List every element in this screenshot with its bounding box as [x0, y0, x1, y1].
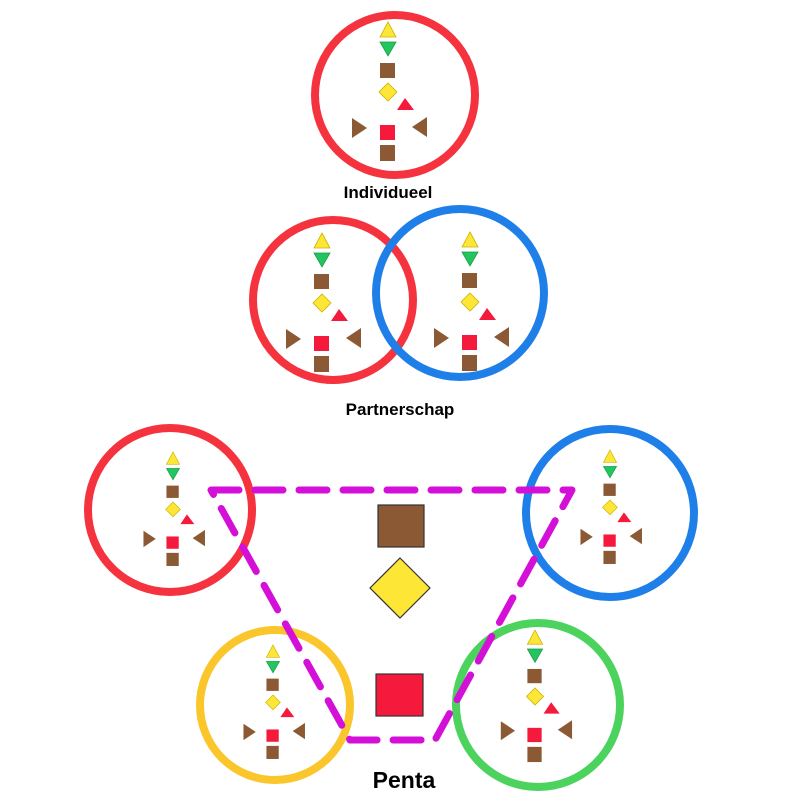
ring-penta-green: [452, 619, 624, 791]
red-triangle-icon: [331, 309, 348, 321]
yellow-up-triangle-icon: [379, 21, 397, 38]
green-down-triangle-icon: [602, 466, 618, 479]
yellow-diamond-icon: [312, 293, 332, 313]
green-down-triangle-icon: [461, 251, 479, 267]
brown-left-triangle-icon: [346, 328, 361, 348]
yellow-up-triangle-icon: [265, 644, 281, 658]
ring-penta-blue: [522, 425, 698, 601]
ring-penta-red: [84, 424, 256, 596]
section-partnership: Partnerschap: [249, 205, 548, 419]
ring-individual-red: [311, 11, 479, 179]
brown-square-bottom-icon: [314, 356, 329, 372]
green-down-triangle-icon: [379, 41, 397, 57]
penta-center: [369, 504, 431, 717]
red-square-icon: [314, 336, 329, 351]
figure-individual: [352, 21, 427, 161]
red-triangle-icon: [280, 707, 295, 718]
ring-penta-yellow: [196, 626, 354, 784]
red-triangle-icon: [397, 98, 414, 110]
ring-partnership-red: [249, 216, 417, 384]
brown-square-icon: [527, 668, 542, 684]
brown-square-bottom-icon: [527, 746, 542, 763]
yellow-up-triangle-icon: [602, 449, 618, 463]
label-individual: Individueel: [344, 183, 433, 202]
figure-penta-yellow: [243, 644, 305, 759]
brown-square-bottom-icon: [462, 355, 477, 371]
yellow-diamond-icon: [165, 501, 181, 518]
yellow-diamond-icon: [378, 82, 398, 102]
brown-left-triangle-icon: [494, 327, 509, 347]
red-square-icon: [527, 727, 542, 743]
brown-left-triangle-icon: [412, 117, 427, 137]
brown-left-triangle-icon: [192, 529, 205, 547]
brown-right-triangle-icon: [434, 328, 449, 348]
red-square-icon: [380, 125, 395, 140]
red-triangle-icon: [543, 702, 560, 714]
green-down-triangle-icon: [313, 252, 331, 268]
yellow-diamond-icon: [265, 694, 281, 711]
yellow-up-triangle-icon: [526, 629, 544, 645]
red-triangle-icon: [479, 308, 496, 320]
brown-right-triangle-icon: [500, 721, 516, 741]
figure-penta-green: [500, 629, 573, 763]
brown-square-bottom-icon: [603, 550, 616, 564]
red-square-icon: [166, 536, 179, 549]
brown-square-icon: [603, 483, 616, 496]
yellow-diamond-icon: [525, 687, 545, 706]
red-square-icon: [462, 335, 477, 350]
yellow-up-triangle-icon: [461, 231, 479, 248]
brown-square-bottom-icon: [166, 552, 179, 566]
center-yellow-diamond: [369, 557, 431, 619]
brown-square-bottom-icon: [380, 145, 395, 161]
figure-penta-red: [143, 451, 205, 566]
brown-left-triangle-icon: [292, 722, 305, 740]
section-penta: Penta: [84, 424, 698, 793]
yellow-up-triangle-icon: [165, 451, 181, 465]
green-down-triangle-icon: [526, 648, 544, 664]
brown-right-triangle-icon: [243, 723, 256, 741]
brown-square-icon: [462, 273, 477, 288]
label-penta: Penta: [373, 767, 436, 793]
figure-partnership-right: [434, 231, 509, 371]
label-partnership: Partnerschap: [346, 400, 455, 419]
section-individual: Individueel: [311, 11, 479, 202]
brown-left-triangle-icon: [557, 720, 573, 740]
brown-left-triangle-icon: [629, 527, 642, 545]
red-triangle-icon: [180, 514, 195, 525]
yellow-diamond-icon: [460, 292, 480, 312]
brown-square-icon: [266, 678, 279, 691]
red-square-icon: [603, 534, 616, 547]
center-red-square: [375, 673, 424, 717]
figure-penta-blue: [580, 449, 642, 564]
green-down-triangle-icon: [265, 661, 281, 674]
green-down-triangle-icon: [165, 468, 181, 481]
yellow-up-triangle-icon: [313, 232, 331, 249]
brown-right-triangle-icon: [352, 118, 367, 138]
brown-right-triangle-icon: [286, 329, 301, 349]
brown-square-icon: [314, 274, 329, 289]
ring-partnership-blue: [372, 205, 548, 381]
figure-partnership-left: [286, 232, 361, 372]
brown-right-triangle-icon: [143, 530, 156, 548]
red-triangle-icon: [617, 512, 632, 523]
center-brown-square: [377, 504, 425, 548]
red-square-icon: [266, 729, 279, 742]
brown-square-icon: [166, 485, 179, 498]
brown-square-bottom-icon: [266, 745, 279, 759]
brown-right-triangle-icon: [580, 528, 593, 546]
yellow-diamond-icon: [602, 499, 618, 516]
dashed-connector: [207, 486, 576, 744]
brown-square-icon: [380, 63, 395, 78]
